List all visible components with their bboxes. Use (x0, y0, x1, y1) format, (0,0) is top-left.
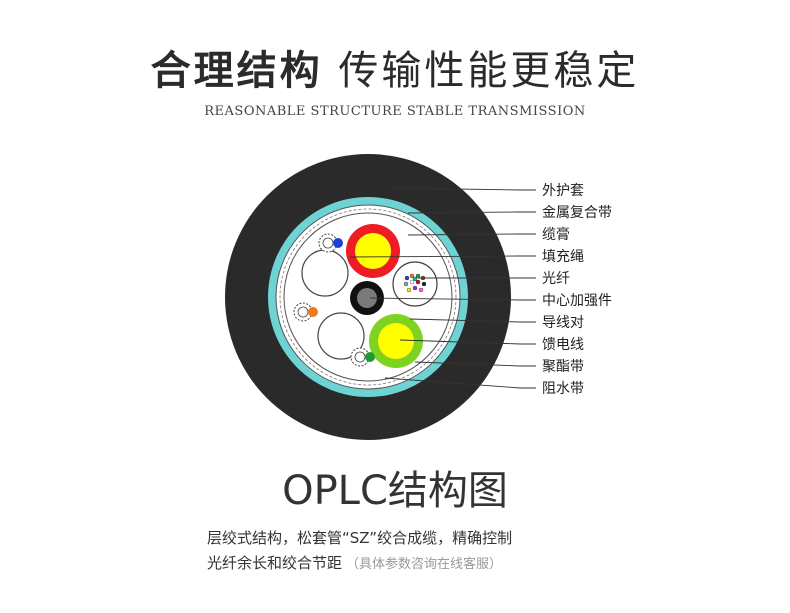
leader-line (384, 377, 536, 389)
consult-note: （具体参数咨询在线客服） (346, 557, 503, 572)
component-label: 聚酯带 (542, 359, 584, 375)
title-rest: 传输性能更稳定 (338, 48, 640, 94)
feeder-core (355, 233, 391, 269)
component-label: 中心加强件 (542, 293, 612, 309)
optical-fiber (412, 285, 418, 291)
description-line-2: 光纤余长和绞合节距（具体参数咨询在线客服） (207, 552, 502, 573)
wire-pair (293, 302, 318, 322)
component-label: 导线对 (542, 315, 584, 331)
optical-fiber (421, 281, 427, 287)
optical-fiber-tube (392, 261, 438, 307)
page-subtitle: REASONABLE STRUCTURE STABLE TRANSMISSION (204, 104, 586, 119)
pair-color-orange (308, 307, 318, 317)
optical-fiber (412, 276, 418, 282)
description-line-2-text: 光纤余长和绞合节距 (207, 554, 343, 572)
leader-line (409, 318, 536, 323)
optical-fibers (403, 273, 427, 293)
optical-fiber (403, 281, 409, 287)
component-label: 缆膏 (542, 226, 570, 243)
component-label: 填充绳 (542, 249, 584, 265)
feeder-core (378, 323, 414, 359)
leader-line (407, 211, 536, 214)
component-label: 馈电线 (542, 337, 584, 353)
title-bold: 合理结构 (150, 48, 323, 94)
optical-fiber (415, 279, 421, 285)
component-label: 外护套 (542, 183, 584, 199)
inner-boundary (283, 212, 453, 382)
component-label: 金属复合带 (542, 204, 612, 221)
leader-line (369, 297, 536, 301)
strength-member-core (357, 288, 377, 308)
wire-pair (318, 233, 343, 253)
filler-rope (317, 312, 365, 360)
diagram-caption: OPLC结构图 (282, 468, 508, 514)
leader-line (389, 187, 536, 191)
component-label: 阻水带 (542, 381, 584, 397)
description-line-1: 层绞式结构，松套管“SZ”绞合成缆，精确控制 (207, 529, 513, 547)
optical-fiber (415, 273, 421, 279)
filler-rope (301, 249, 349, 297)
optical-fiber (404, 275, 410, 281)
optical-fiber (406, 287, 412, 293)
wire-pair (350, 347, 375, 367)
optical-fiber (418, 287, 424, 293)
leader-line (407, 233, 536, 236)
callout-leaders (349, 187, 536, 389)
leader-line (399, 339, 536, 345)
pair-color-blue (333, 238, 343, 248)
leader-line (349, 255, 536, 258)
pair-color-green (365, 352, 375, 362)
optical-fiber (409, 279, 415, 285)
leader-line (414, 361, 536, 367)
optical-fiber (409, 273, 415, 279)
component-label: 光纤 (542, 271, 570, 287)
page-title: 合理结构 传输性能更稳定 (0, 38, 790, 96)
